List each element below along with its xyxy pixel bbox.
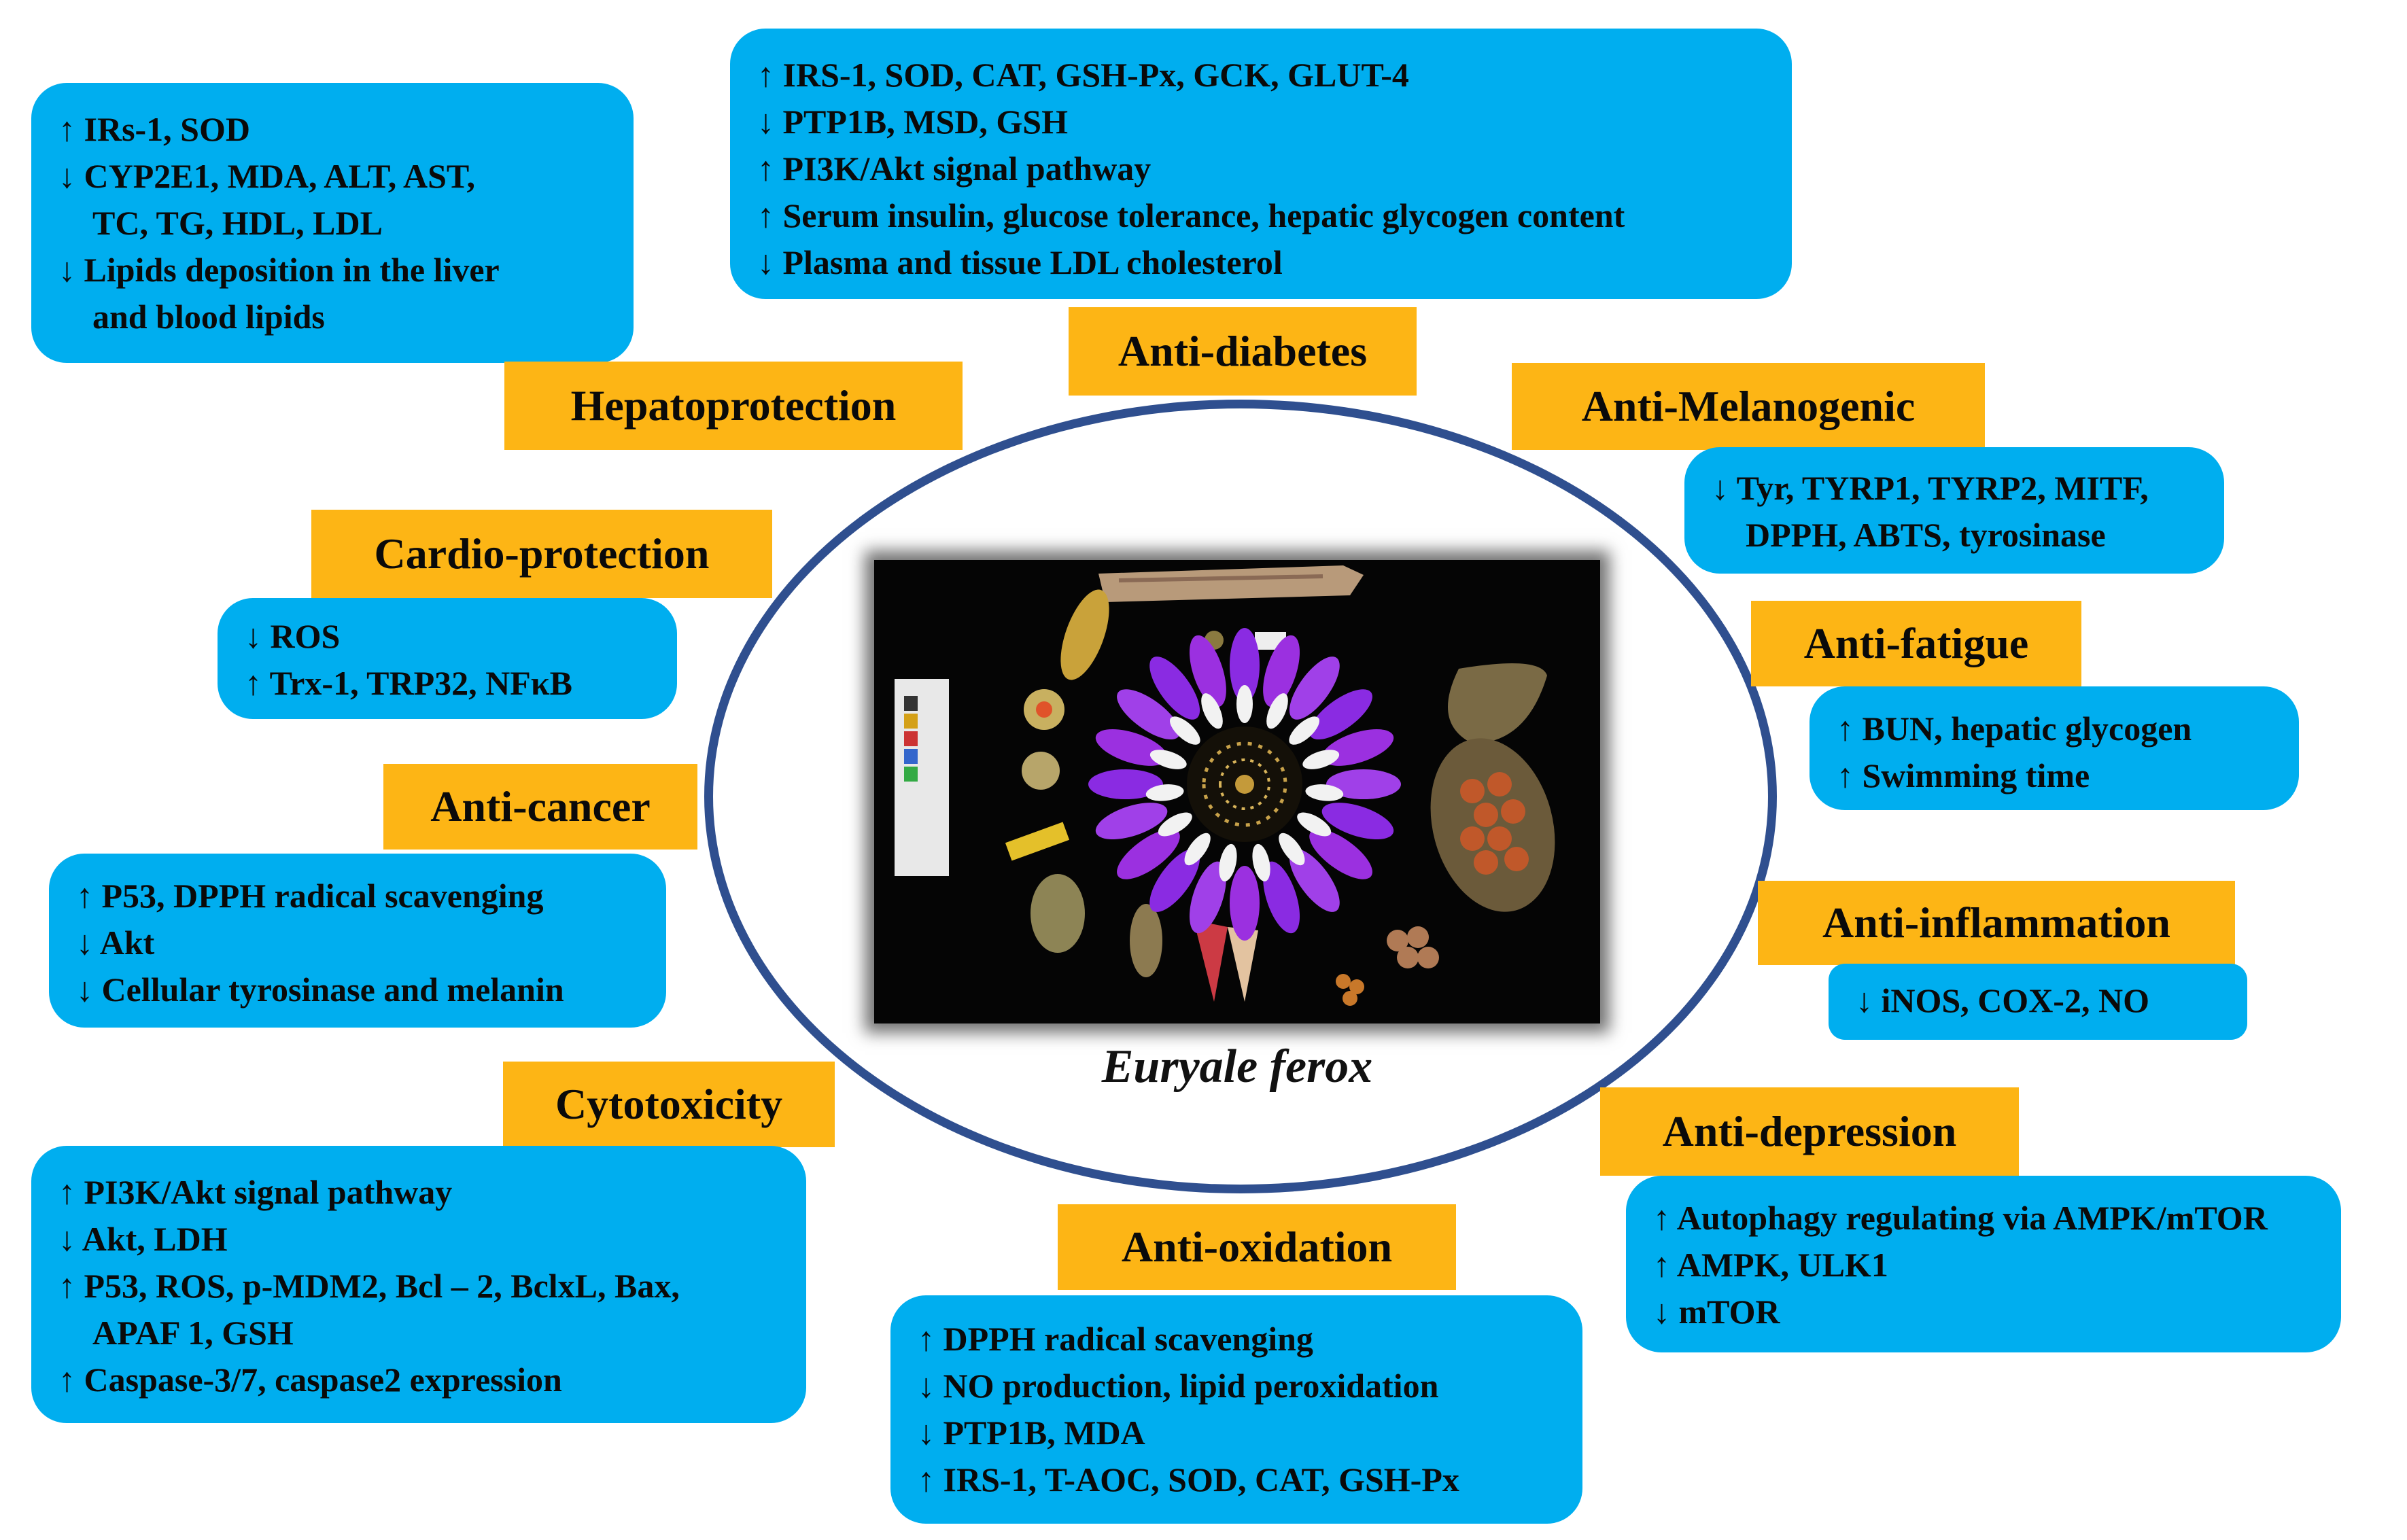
list-item: ↓ NO production, lipid peroxidation — [918, 1367, 1439, 1405]
cardio-protection-box: ↓ ROS ↑ Trx-1, TRP32, NFκB — [218, 598, 677, 719]
hepatoprotection-box: ↑ IRs-1, SOD ↓ CYP2E1, MDA, ALT, AST, TC… — [31, 83, 634, 363]
anti-melanogenic-label: Anti-Melanogenic — [1512, 363, 1985, 450]
list-item: ↓ Plasma and tissue LDL cholesterol — [757, 243, 1283, 281]
anti-oxidation-box: ↑ DPPH radical scavenging ↓ NO productio… — [890, 1295, 1582, 1524]
list-item: ↓ Akt, LDH — [58, 1220, 228, 1258]
euryale-ferox-photo — [874, 560, 1600, 1023]
list-item: ↓ PTP1B, MDA — [918, 1414, 1145, 1452]
list-item: ↑ Serum insulin, glucose tolerance, hepa… — [757, 196, 1625, 234]
list-item: ↑ IRS-1, SOD, CAT, GSH-Px, GCK, GLUT-4 — [757, 56, 1409, 94]
list-item: ↑ Trx-1, TRP32, NFκB — [245, 664, 572, 702]
anti-oxidation-label: Anti-oxidation — [1058, 1204, 1456, 1290]
list-item: ↓ ROS — [245, 617, 341, 655]
list-item: APAF 1, GSH — [92, 1314, 294, 1352]
list-item: ↑ IRs-1, SOD — [58, 110, 250, 148]
list-item: ↓ Akt — [76, 924, 155, 962]
anti-diabetes-label: Anti-diabetes — [1069, 307, 1417, 396]
cytotoxicity-box: ↑ PI3K/Akt signal pathway ↓ Akt, LDH ↑ P… — [31, 1146, 806, 1423]
species-caption: Euryale ferox — [1101, 1040, 1373, 1093]
anti-cancer-label: Anti-cancer — [383, 764, 697, 850]
list-item: DPPH, ABTS, tyrosinase — [1746, 516, 2106, 554]
anti-diabetes-box: ↑ IRS-1, SOD, CAT, GSH-Px, GCK, GLUT-4 ↓… — [730, 29, 1792, 299]
anti-depression-label: Anti-depression — [1600, 1087, 2019, 1176]
list-item: ↑ AMPK, ULK1 — [1653, 1246, 1888, 1284]
cytotoxicity-label: Cytotoxicity — [503, 1062, 835, 1147]
list-item: ↑ BUN, hepatic glycogen — [1837, 710, 2192, 748]
list-item: ↓ Lipids deposition in the liver — [58, 251, 500, 289]
list-item: ↑ DPPH radical scavenging — [918, 1320, 1313, 1358]
list-item: ↑ PI3K/Akt signal pathway — [58, 1173, 453, 1211]
list-item: ↑ Caspase-3/7, caspase2 expression — [58, 1361, 562, 1399]
list-item: ↓ Cellular tyrosinase and melanin — [76, 970, 564, 1009]
list-item: and blood lipids — [92, 298, 325, 336]
list-item: ↓ PTP1B, MSD, GSH — [757, 103, 1068, 141]
list-item: ↑ P53, DPPH radical scavenging — [76, 877, 544, 915]
anti-fatigue-label: Anti-fatigue — [1751, 601, 2081, 686]
anti-melanogenic-box: ↓ Tyr, TYRP1, TYRP2, MITF, DPPH, ABTS, t… — [1684, 447, 2224, 574]
anti-fatigue-box: ↑ BUN, hepatic glycogen ↑ Swimming time — [1809, 686, 2299, 810]
list-item: ↓ mTOR — [1653, 1293, 1780, 1331]
list-item: ↑ P53, ROS, p-MDM2, Bcl – 2, BclxL, Bax, — [58, 1267, 680, 1305]
list-item: ↑ IRS-1, T-AOC, SOD, CAT, GSH-Px — [918, 1460, 1459, 1499]
anti-inflammation-label: Anti-inflammation — [1758, 881, 2235, 965]
anti-inflammation-box: ↓ iNOS, COX-2, NO — [1829, 964, 2247, 1040]
hepatoprotection-label: Hepatoprotection — [504, 362, 963, 450]
list-item: TC, TG, HDL, LDL — [92, 204, 383, 242]
anti-depression-box: ↑ Autophagy regulating via AMPK/mTOR ↑ A… — [1626, 1176, 2341, 1352]
cardio-protection-label: Cardio-protection — [311, 510, 772, 598]
list-item: ↑ PI3K/Akt signal pathway — [757, 150, 1151, 188]
list-item: ↑ Swimming time — [1837, 756, 2090, 794]
list-item: ↑ Autophagy regulating via AMPK/mTOR — [1653, 1199, 2268, 1237]
list-item: ↓ iNOS, COX-2, NO — [1856, 981, 2149, 1019]
list-item: ↓ CYP2E1, MDA, ALT, AST, — [58, 157, 476, 195]
anti-cancer-box: ↑ P53, DPPH radical scavenging ↓ Akt ↓ C… — [49, 854, 666, 1028]
list-item: ↓ Tyr, TYRP1, TYRP2, MITF, — [1712, 469, 2149, 507]
